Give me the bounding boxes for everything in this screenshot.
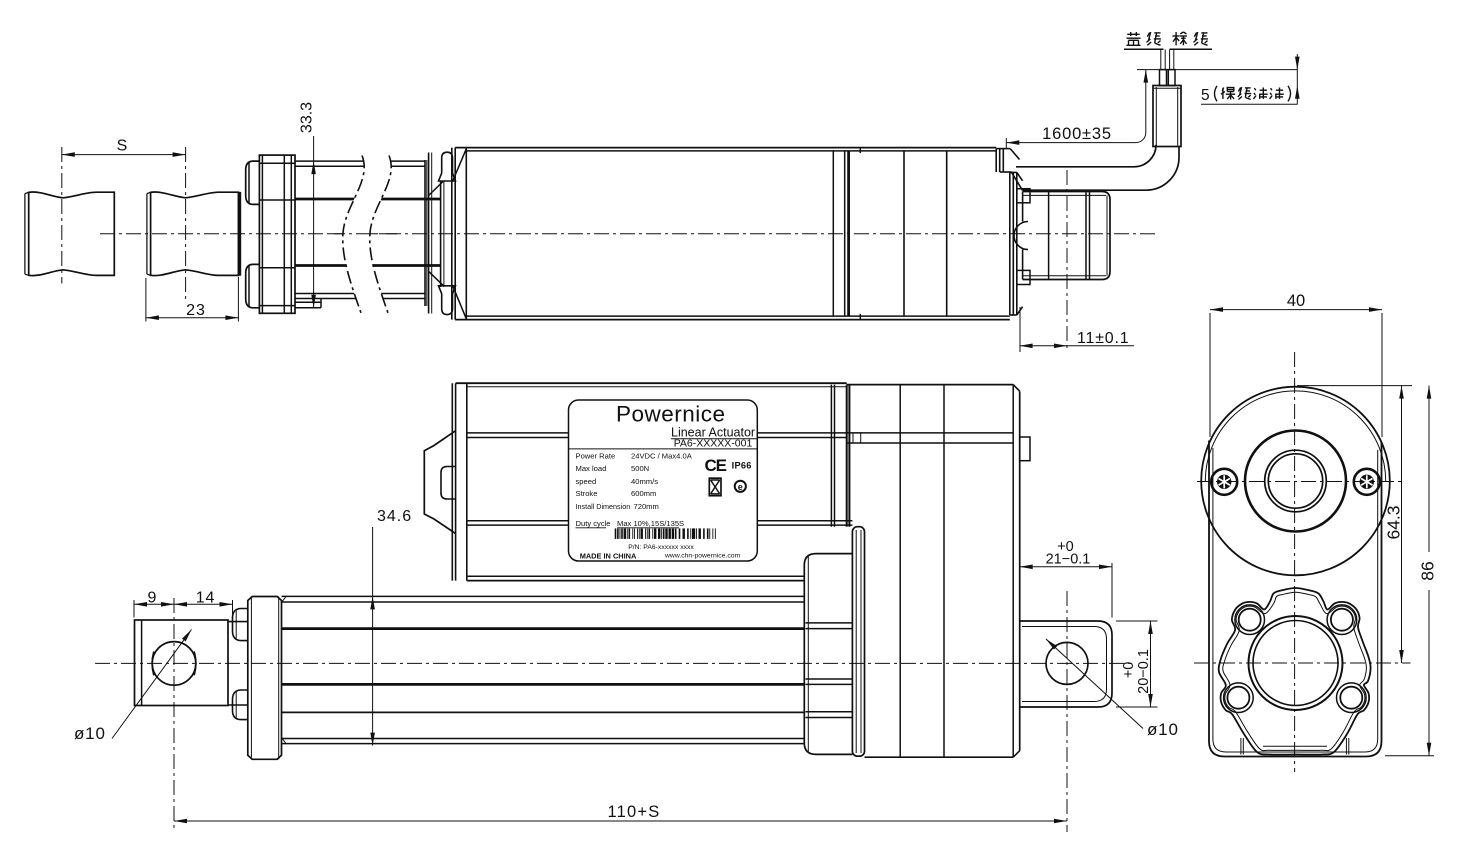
svg-text:Powernice: Powernice — [616, 402, 726, 427]
svg-text:14: 14 — [196, 589, 215, 606]
svg-text:500N: 500N — [631, 464, 649, 473]
svg-text:Max 10%,15S/135S: Max 10%,15S/135S — [617, 519, 684, 528]
svg-text:MADE IN CHINA: MADE IN CHINA — [580, 552, 637, 561]
svg-text:110+S: 110+S — [608, 803, 661, 821]
svg-text:S: S — [117, 138, 129, 155]
svg-text:11±0.1: 11±0.1 — [1077, 330, 1129, 347]
svg-text:Stroke: Stroke — [576, 489, 598, 498]
svg-text:23: 23 — [186, 302, 206, 319]
svg-text:P/N: PA6-xxxxxx xxxx: P/N: PA6-xxxxxx xxxx — [628, 544, 694, 551]
svg-text:86: 86 — [1418, 561, 1438, 580]
svg-text:speed: speed — [576, 477, 597, 486]
svg-text:64.3: 64.3 — [1384, 505, 1404, 539]
svg-text:Max load: Max load — [576, 464, 607, 473]
svg-text:600mm: 600mm — [631, 489, 656, 498]
svg-text:40: 40 — [1287, 292, 1305, 310]
svg-text:e: e — [738, 482, 743, 492]
svg-text:40mm/s: 40mm/s — [631, 477, 658, 486]
svg-text:IP66: IP66 — [732, 461, 752, 471]
svg-text:www.chn-powernice.com: www.chn-powernice.com — [664, 552, 741, 559]
svg-text:21−0.1: 21−0.1 — [1046, 552, 1091, 568]
svg-text:1600±35: 1600±35 — [1042, 125, 1112, 143]
svg-text:+0: +0 — [1057, 539, 1074, 555]
svg-text:33.3: 33.3 — [299, 102, 316, 133]
svg-text:9: 9 — [148, 589, 157, 606]
svg-text:Power Rate: Power Rate — [576, 452, 616, 461]
svg-text:CE: CE — [705, 456, 727, 475]
svg-text:Install Dimension: Install Dimension — [576, 502, 631, 511]
svg-text:Duty cycle: Duty cycle — [576, 519, 611, 528]
svg-text:24VDC / Max4.0A: 24VDC / Max4.0A — [631, 452, 693, 461]
svg-text:5: 5 — [1201, 87, 1210, 104]
svg-text:ø10: ø10 — [74, 724, 106, 743]
svg-text:34.6: 34.6 — [377, 508, 412, 525]
svg-text:+0: +0 — [1121, 662, 1137, 679]
svg-text:720mm: 720mm — [634, 502, 659, 511]
svg-text:Linear Actuator: Linear Actuator — [671, 425, 755, 439]
svg-text:ø10: ø10 — [1147, 720, 1179, 739]
svg-text:20−0.1: 20−0.1 — [1136, 649, 1152, 694]
svg-text:PA6-XXXXX-001: PA6-XXXXX-001 — [674, 438, 753, 450]
